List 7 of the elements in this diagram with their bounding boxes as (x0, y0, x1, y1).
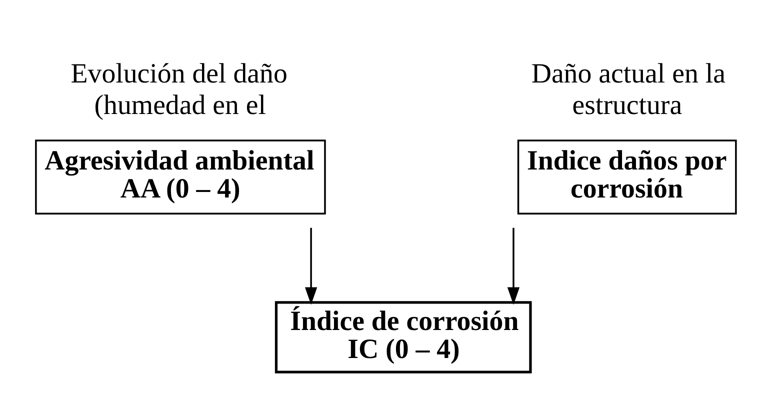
arrow (304, 227, 318, 304)
node-label: Daño actual en la estructura (531, 58, 726, 120)
node-box: Indice daños por corrosión (517, 139, 737, 214)
node-box: Agresividad ambiental AA (0 – 4) (35, 139, 326, 214)
node-box: Índice de corrosión IC (0 – 4) (274, 300, 532, 373)
node-label: Evolución del daño (humedad en el (70, 58, 288, 120)
arrow (507, 227, 520, 304)
